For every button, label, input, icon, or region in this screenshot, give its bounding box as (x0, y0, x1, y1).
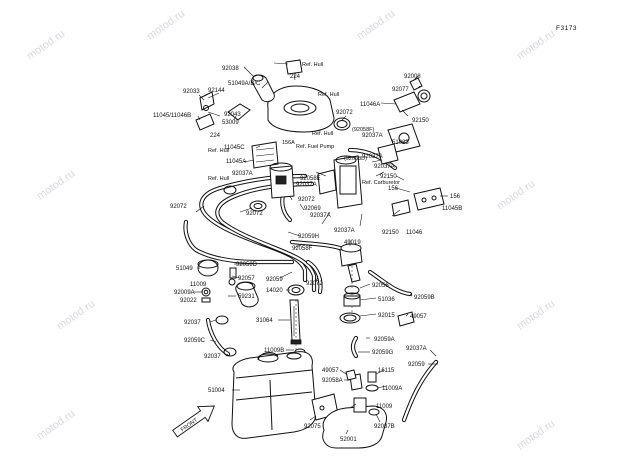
label-16115: 16115 (378, 368, 395, 374)
label-92072-top: 92072 (336, 110, 353, 116)
label-92075: 92075 (304, 424, 321, 430)
label-ref-carburetor: Ref. Carburetor (362, 180, 400, 186)
label-92144: 92144 (208, 88, 225, 94)
watermark-text: motod.ru (145, 8, 187, 43)
label-11046a: 11046A (360, 102, 380, 108)
parts-layer (195, 59, 445, 449)
watermark-text: motod.ru (55, 298, 97, 333)
label-92057: 92057 (238, 276, 255, 282)
front-arrow: FRONT (172, 405, 216, 438)
label-31064: 31064 (256, 318, 273, 324)
watermark-text: motod.ru (25, 28, 67, 63)
label-11009b: 11009B (264, 348, 284, 354)
label-51049: 51049 (176, 266, 193, 272)
label-52001: 52001 (340, 437, 357, 443)
label-51036: 51036 (378, 297, 395, 303)
label-ref-hull-left: Ref. Hull (208, 148, 229, 154)
label-92150-top: 92150 (412, 118, 429, 124)
label-ref-hull-mid: Ref. Hull (312, 131, 333, 137)
label-92072-d: 92072 (298, 197, 315, 203)
part-labels: 92038 Ref. Hull 51049A/B/C 224 92144 920… (153, 62, 462, 443)
watermark-text: motod.ru (495, 178, 537, 213)
label-11045-11046b: 11045/11046B (153, 113, 191, 119)
label-92022: 92022 (180, 298, 197, 304)
label-92037a-4: 92037A (232, 171, 253, 177)
label-92058d: (92058D) (344, 156, 367, 162)
label-11045c: 11045C (224, 145, 245, 151)
watermark-text: motod.ru (515, 418, 557, 453)
label-11045a: 11045A (226, 159, 246, 165)
label-53009: 53009 (222, 120, 239, 126)
label-ref-hull-left2: Ref. Hull (208, 176, 229, 182)
label-92037-b: 92037 (204, 354, 221, 360)
label-49019: 49019 (344, 240, 361, 246)
label-92150-low: 92150 (382, 230, 399, 236)
label-224-top: 224 (290, 74, 301, 80)
label-92077: 92077 (392, 87, 409, 93)
label-49057: 49057 (322, 368, 339, 374)
label-92059g: 92059G (372, 350, 394, 356)
label-92058f: 92058F (292, 246, 313, 252)
label-92059h: 92059H (298, 234, 319, 240)
label-92058a: 92058A (322, 378, 343, 384)
label-156-right: 156 (450, 194, 461, 200)
label-92059b: 92059B (414, 295, 435, 301)
watermark-text: motod.ru (35, 168, 77, 203)
label-92072-left: 92072 (170, 204, 187, 210)
label-51023: 51023 (392, 140, 409, 146)
label-92037a-7: 92037A (334, 228, 355, 234)
label-11046: 11046 (406, 230, 423, 236)
label-92033: 92033 (183, 89, 200, 95)
watermark-text: motod.ru (35, 408, 77, 443)
label-11009: 11009 (190, 282, 207, 288)
strainer (322, 405, 387, 449)
label-92059c: 92059C (184, 338, 206, 344)
label-92058e: 92058E (300, 176, 321, 182)
label-92015: 92015 (378, 313, 395, 319)
label-92072-c: 92072 (246, 211, 263, 217)
label-11009a: 11009A (382, 386, 402, 392)
label-92037a-2: 92037A (362, 154, 383, 160)
label-92037a-8: 92037A (406, 346, 427, 352)
label-ref-hull-top: Ref. Hull (302, 62, 323, 68)
label-ref-hull-right-top: Ref. Hull (318, 92, 339, 98)
label-92072-e: 92072 (306, 281, 323, 287)
label-51004: 51004 (208, 388, 225, 394)
intake-duct (267, 85, 335, 133)
label-92037a-6: 92037A (310, 213, 331, 219)
label-156: 156 (388, 186, 399, 192)
label-92059-a: 92059 (266, 277, 283, 283)
label-92043: 92043 (224, 112, 241, 118)
watermark-text: motod.ru (515, 298, 557, 333)
label-ref-fuel-pump: Ref. Fuel Pump (296, 144, 334, 150)
label-92009a: 92009A (174, 290, 195, 296)
label-92038: 92038 (222, 66, 239, 72)
watermark-text: motod.ru (355, 8, 397, 43)
label-92059a: 92059A (374, 337, 395, 343)
label-92037a-1: 92037A (362, 133, 383, 139)
label-92056: 92056 (372, 283, 389, 289)
figure-code: F3173 (556, 25, 577, 32)
leader-lines (194, 62, 448, 435)
label-224-left: 224 (210, 133, 221, 139)
label-11009-low: 11009 (376, 404, 393, 410)
label-92037b: 92037B (374, 424, 395, 430)
label-92069: 92069 (304, 206, 321, 212)
label-92037a-5: 92037A (296, 182, 317, 188)
label-49057-right: 49057 (410, 314, 427, 320)
watermark-text: motod.ru (515, 28, 557, 63)
label-156a: 156A (282, 140, 295, 146)
label-92150-mid: 92150 (380, 174, 397, 180)
label-51049abc: 51049A/B/C (228, 81, 261, 87)
label-92008: 92008 (404, 74, 421, 80)
label-92059d: 92059D (236, 262, 258, 268)
label-14020: 14020 (266, 288, 283, 294)
label-92059-b: 92059 (408, 362, 425, 368)
label-11045b: 11045B (442, 206, 462, 212)
label-59231: 59231 (238, 294, 255, 300)
label-92037a-3: 92037A (374, 164, 395, 170)
label-92037: 92037 (184, 320, 201, 326)
label-92058f-top: (92058F) (352, 127, 374, 133)
